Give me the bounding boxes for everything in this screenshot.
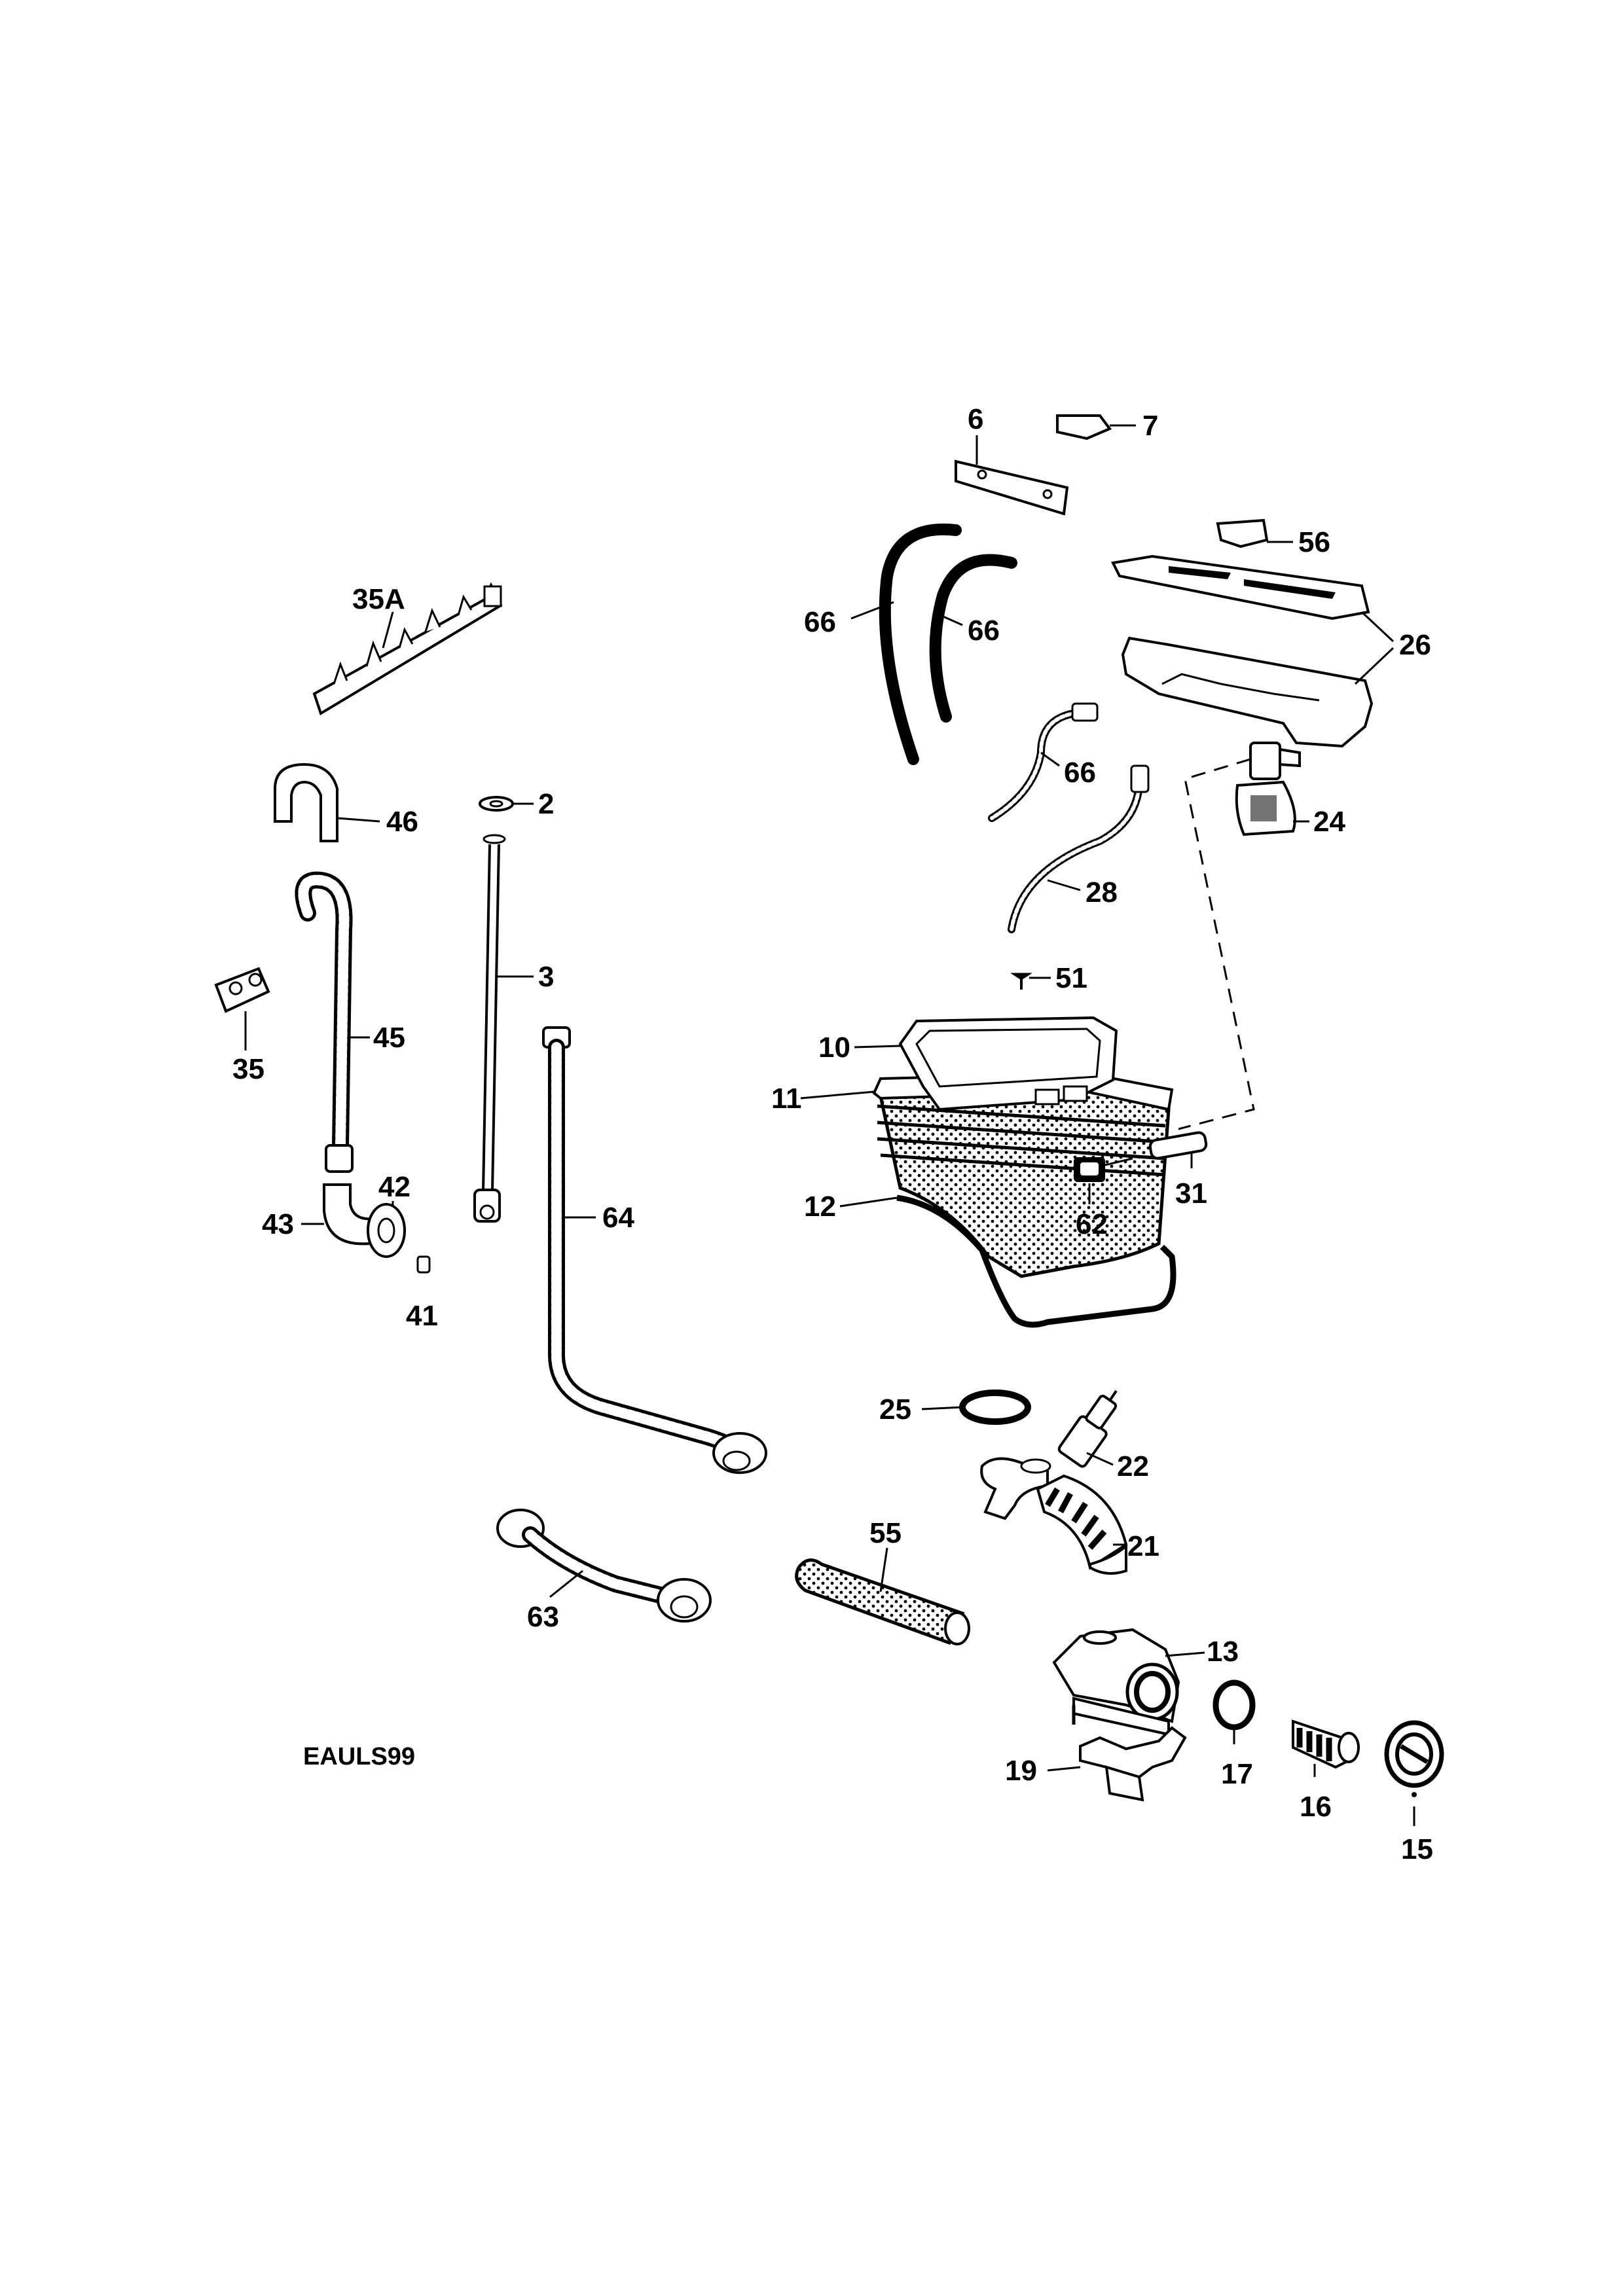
callout-2: 2 [538, 788, 554, 820]
part-16-filter [1292, 1719, 1360, 1769]
callout-66c: 66 [1064, 757, 1096, 789]
callout-43: 43 [262, 1208, 294, 1240]
callout-13: 13 [1207, 1636, 1239, 1668]
leader-10 [854, 1045, 901, 1049]
part-6-bracket [955, 459, 1069, 516]
callout-26: 26 [1399, 629, 1431, 661]
part-46-u-clip [274, 762, 338, 842]
leader-55 [879, 1547, 888, 1592]
callout-16: 16 [1300, 1791, 1332, 1823]
callout-56: 56 [1298, 526, 1330, 558]
leader-63 [549, 1570, 583, 1598]
callout-51: 51 [1055, 962, 1087, 994]
part-24-valve [1235, 742, 1301, 836]
part-21-elbow-hose [980, 1457, 1128, 1575]
callout-45: 45 [373, 1022, 405, 1054]
part-35-clip [214, 967, 270, 1013]
part-66-hose-left [879, 523, 962, 765]
callout-17: 17 [1221, 1758, 1253, 1790]
callout-41: 41 [406, 1300, 438, 1332]
part-56-clip [1216, 518, 1269, 548]
callout-12: 12 [804, 1191, 836, 1223]
part-7-clip [1056, 414, 1112, 440]
part-12-gasket [896, 1194, 1176, 1328]
callout-42: 42 [378, 1171, 410, 1203]
part-64-pipe [542, 1026, 767, 1474]
callout-25: 25 [879, 1393, 911, 1426]
part-19-bracket [1079, 1726, 1187, 1802]
leader-13 [1165, 1651, 1205, 1657]
connector-dashed-24-31 [1178, 758, 1255, 1130]
callout-15: 15 [1401, 1833, 1433, 1865]
callout-7: 7 [1142, 410, 1158, 442]
callout-10: 10 [818, 1031, 850, 1064]
leader-11 [800, 1090, 875, 1100]
leader-66a [850, 601, 894, 620]
part-15-cap [1384, 1720, 1444, 1797]
callout-21: 21 [1127, 1530, 1159, 1562]
callout-35: 35 [232, 1053, 264, 1085]
part-13-pump-housing [1052, 1628, 1180, 1736]
leader-26a [1360, 611, 1395, 643]
callout-63: 63 [527, 1601, 559, 1633]
leader-12 [839, 1196, 898, 1208]
part-62-clamp [1074, 1157, 1133, 1182]
part-66-hose-right [929, 554, 1017, 723]
leader-28 [1047, 879, 1081, 891]
part-51-screw [1010, 973, 1032, 990]
callout-24: 24 [1313, 806, 1345, 838]
callout-62: 62 [1076, 1208, 1108, 1240]
part-26-frame-bottom [1121, 636, 1374, 748]
leader-26b [1354, 647, 1395, 685]
leader-66c [1040, 751, 1060, 767]
leader-25 [921, 1406, 963, 1410]
part-17-ring [1213, 1679, 1256, 1731]
part-28-hose [1008, 764, 1150, 933]
part-22-valve [1057, 1390, 1118, 1468]
part-3-rod [473, 834, 506, 1223]
callout-22: 22 [1117, 1450, 1149, 1482]
part-26-frame-top [1111, 554, 1370, 620]
part-41-clip [416, 1255, 431, 1274]
part-31-tube [1148, 1131, 1208, 1160]
leader-22 [1086, 1452, 1114, 1466]
callout-35A: 35A [352, 583, 405, 615]
leader-46 [337, 817, 380, 823]
callout-6: 6 [968, 403, 983, 435]
callout-55: 55 [869, 1517, 902, 1549]
part-55-foam-tube [795, 1558, 970, 1645]
callout-19: 19 [1005, 1755, 1037, 1787]
leader-35A [382, 611, 394, 649]
callout-66a: 66 [804, 606, 836, 638]
part-43-elbow [323, 1183, 375, 1246]
callout-66b: 66 [968, 615, 1000, 647]
part-25-clamp-ring [959, 1390, 1031, 1425]
part-2-washer [479, 796, 514, 812]
diagram-code: EAULS99 [303, 1743, 415, 1770]
callout-46: 46 [386, 806, 418, 838]
leader-19 [1047, 1766, 1081, 1772]
part-35A-rail [312, 582, 503, 715]
part-63-pipe [496, 1509, 712, 1623]
callout-3: 3 [538, 961, 554, 993]
part-10-tray [898, 1016, 1118, 1111]
callout-64: 64 [602, 1202, 634, 1234]
callout-11: 11 [771, 1083, 802, 1115]
callout-31: 31 [1175, 1177, 1207, 1210]
leader-66b [932, 611, 963, 626]
callout-28: 28 [1085, 876, 1118, 908]
part-42-ring [367, 1203, 406, 1258]
part-45-hose [295, 871, 354, 1173]
